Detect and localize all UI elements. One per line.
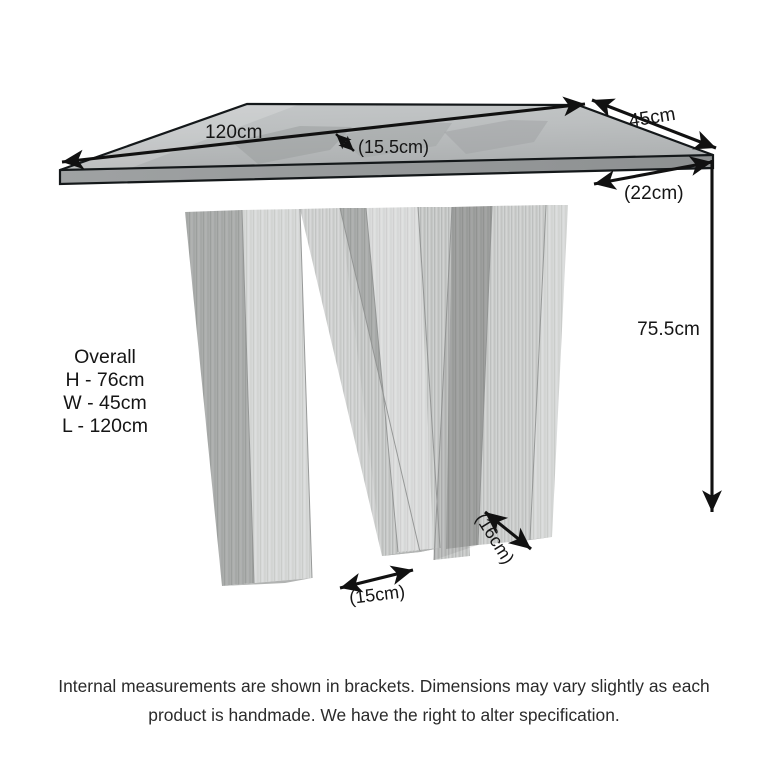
overall-line-h: H - 76cm <box>65 369 144 391</box>
overall-line-w: W - 45cm <box>63 392 146 414</box>
dim-label-glass-thickness: (15.5cm) <box>358 137 429 157</box>
dim-line-internal-depth <box>593 156 713 190</box>
base-shade-c <box>434 206 492 560</box>
base-slab-5 <box>446 206 492 549</box>
overall-block: Overall H - 76cm W - 45cm L - 120cm <box>62 346 148 437</box>
dim-label-length: 120cm <box>205 122 263 143</box>
foot-left <box>222 578 312 586</box>
base-shade-d <box>478 205 546 545</box>
footer-note: Internal measurements are shown in brack… <box>58 676 709 725</box>
base-slab-1 <box>185 210 254 586</box>
base-shade-b <box>366 207 440 552</box>
dim-label-internal-depth: (22cm) <box>624 183 684 204</box>
overall-line-l: L - 120cm <box>62 415 148 437</box>
base-shade-a <box>300 208 382 578</box>
base-slab-1-face <box>242 209 312 583</box>
footer-line-1: Internal measurements are shown in brack… <box>58 676 709 696</box>
base-slab-3 <box>366 207 440 552</box>
foot-mid <box>382 548 440 556</box>
base-slab-6 <box>478 205 546 545</box>
table-base <box>185 204 568 586</box>
dim-label-height: 75.5cm <box>637 319 700 340</box>
dim-label-width: 45cm <box>627 104 677 132</box>
overall-heading: Overall <box>74 346 136 368</box>
base-edge-lines <box>241 204 547 584</box>
base-slab-6-side <box>530 205 568 540</box>
footer-line-2: product is handmade. We have the right t… <box>148 705 619 725</box>
dim-line-length <box>61 96 586 170</box>
dim-line-foot-front <box>339 565 414 593</box>
dim-line-width <box>591 98 717 150</box>
dim-line-foot-right <box>484 510 532 551</box>
dim-line-glass-thickness <box>335 133 355 152</box>
